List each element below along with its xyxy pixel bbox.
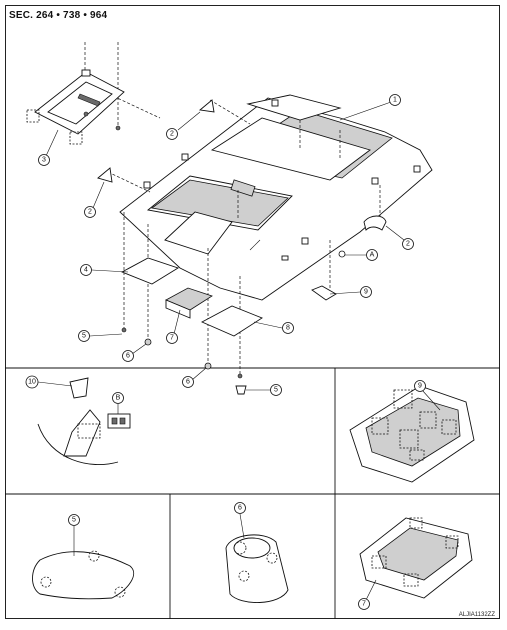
callout-9a: 9 [329, 286, 372, 298]
sunvisor-pads [120, 257, 263, 337]
callout-6a-text: 6 [126, 353, 130, 360]
panel-part-7 [359, 517, 473, 599]
callout-2a-text: 2 [170, 131, 174, 138]
callout-6c-text: 6 [238, 505, 242, 512]
callout-1-text: 1 [393, 97, 397, 104]
callout-9b: 9 [414, 380, 441, 411]
part-3-bracket [26, 69, 125, 145]
callout-5a: 5 [78, 330, 123, 342]
callout-8: 8 [253, 321, 294, 334]
callout-2b-text: 2 [88, 209, 92, 216]
callout-6b-text: 6 [186, 379, 190, 386]
callout-6c: 6 [234, 502, 246, 539]
callout-10-text: 10 [28, 379, 36, 386]
callout-A: A [345, 249, 378, 261]
callout-5b: 5 [246, 384, 282, 396]
callout-7b: 7 [358, 579, 377, 610]
callout-2a: 2 [166, 111, 201, 140]
panel-part-6 [225, 534, 289, 603]
callout-2c: 2 [385, 225, 414, 250]
callout-B-text: B [116, 395, 121, 402]
callout-A-text: A [370, 252, 375, 259]
callout-9a-text: 9 [364, 289, 368, 296]
callout-6b: 6 [182, 367, 207, 388]
callout-7a: 7 [166, 309, 181, 344]
callout-7b-text: 7 [362, 601, 366, 608]
callout-8-text: 8 [286, 325, 290, 332]
callout-10: 10 [25, 375, 73, 389]
panel-part-5 [32, 550, 135, 600]
section-reference: SEC. 264 • 738 • 964 [9, 10, 108, 21]
callout-9b-text: 9 [418, 383, 422, 390]
figure-code: ALJIA1132ZZ [458, 612, 495, 618]
part-7-lamp [165, 287, 213, 319]
callout-5c-text: 5 [72, 517, 76, 524]
panel-dividers [5, 367, 500, 619]
callout-2b: 2 [84, 181, 105, 218]
callout-4-text: 4 [84, 267, 88, 274]
headlining-panel [119, 94, 433, 301]
diagram-frame [5, 5, 500, 619]
callout-2c-text: 2 [406, 241, 410, 248]
callout-B: B [112, 392, 124, 414]
callout-5b-text: 5 [274, 387, 278, 394]
part-2-hooks [97, 99, 387, 231]
callout-3: 3 [38, 129, 59, 166]
fasteners [121, 250, 346, 395]
callout-5c: 5 [68, 514, 80, 556]
callout-1: 1 [339, 94, 401, 121]
panel-part-10 [37, 377, 131, 465]
callout-3-text: 3 [42, 157, 46, 164]
panel-part-9 [349, 385, 475, 483]
callout-4: 4 [80, 264, 129, 276]
callout-7a-text: 7 [170, 335, 174, 342]
part-9-pad [311, 285, 337, 301]
callout-5a-text: 5 [82, 333, 86, 340]
callout-6a: 6 [122, 343, 147, 362]
